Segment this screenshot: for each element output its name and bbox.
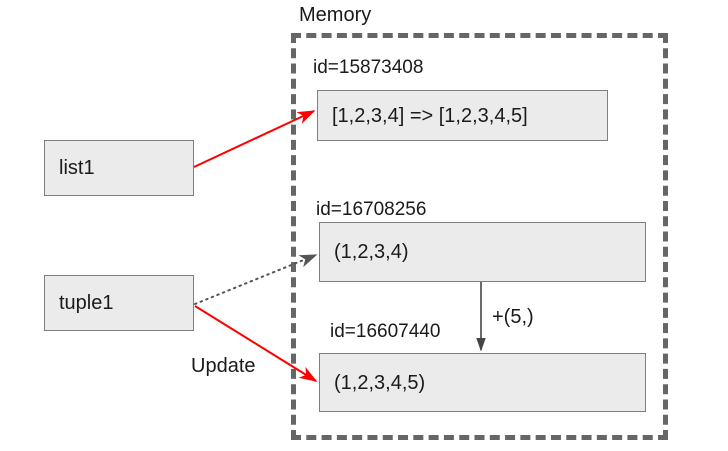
- memory-object-list: [1,2,3,4] => [1,2,3,4,5]: [317, 90, 608, 141]
- memory-object-tuple-new-value: (1,2,3,4,5): [334, 371, 426, 394]
- variable-box-list1: list1: [44, 140, 194, 196]
- memory-object-list-value: [1,2,3,4] => [1,2,3,4,5]: [332, 104, 528, 127]
- variable-label-tuple1: tuple1: [59, 292, 114, 314]
- variable-label-list1: list1: [59, 157, 95, 179]
- object-id-caption-tuple-new: id=16607440: [330, 321, 441, 342]
- variable-box-tuple1: tuple1: [44, 275, 194, 331]
- memory-region-title: Memory: [299, 4, 372, 26]
- memory-object-tuple-new: (1,2,3,4,5): [319, 353, 646, 412]
- edge-label-concat: +(5,): [492, 306, 534, 328]
- memory-object-tuple-old-value: (1,2,3,4): [334, 241, 409, 263]
- object-id-caption-tuple-old: id=16708256: [316, 199, 427, 220]
- memory-region: [291, 33, 668, 440]
- edge-label-update: Update: [191, 355, 256, 377]
- object-id-caption-list: id=15873408: [313, 57, 424, 78]
- memory-object-tuple-old: (1,2,3,4): [319, 222, 646, 282]
